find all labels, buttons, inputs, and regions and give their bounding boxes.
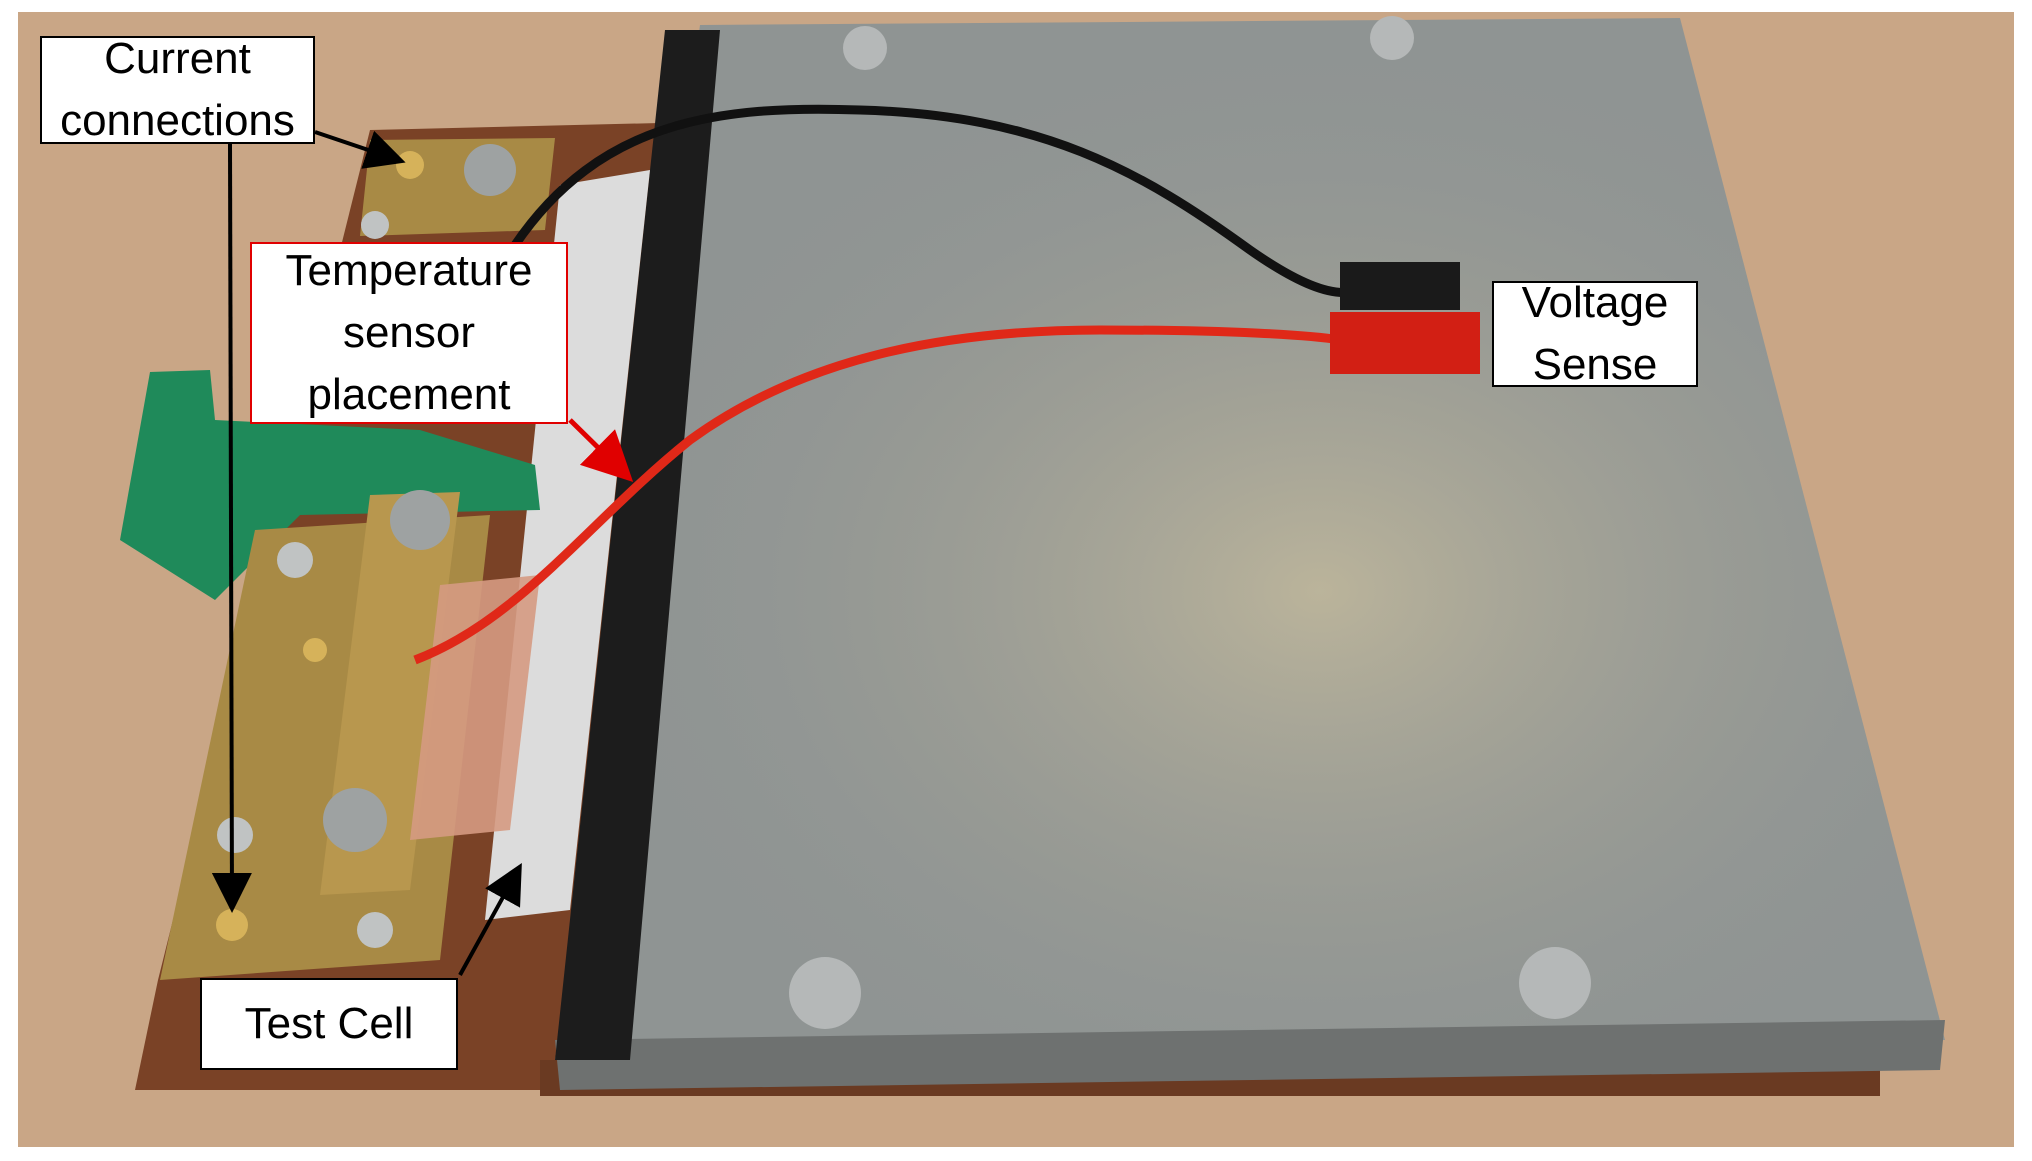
bolt-bottom-left bbox=[789, 957, 861, 1029]
temperature-sensor-line-3: placement bbox=[307, 370, 511, 419]
temperature-sensor-line-2: sensor bbox=[342, 308, 476, 357]
temperature-sensor-label: Temperature sensor placement bbox=[250, 242, 568, 424]
current-connections-line-2: connections bbox=[60, 96, 295, 145]
threaded-insert-bottom bbox=[216, 909, 248, 941]
screw-brass-bottom bbox=[217, 817, 253, 853]
bolt-clamp-bottom bbox=[323, 788, 387, 852]
bolt-top-right bbox=[1370, 16, 1414, 60]
red-wire bbox=[413, 325, 1341, 665]
voltage-sense-label: Voltage Sense bbox=[1492, 278, 1698, 389]
voltage-sense-line-1: Voltage bbox=[1521, 278, 1669, 327]
rubber-strip bbox=[555, 30, 720, 1060]
threaded-insert-top bbox=[396, 151, 424, 179]
bolt-clamp-top bbox=[390, 490, 450, 550]
screw-brass-lower bbox=[357, 912, 393, 948]
bolt-bottom-right bbox=[1519, 947, 1591, 1019]
steel-plate-edge bbox=[555, 1020, 1945, 1090]
test-cell bbox=[485, 170, 650, 920]
bolt-brass-top bbox=[464, 144, 516, 196]
arrow-current-top bbox=[314, 130, 406, 169]
steel-plate-glare bbox=[555, 18, 1945, 1060]
black-connector bbox=[1340, 262, 1460, 310]
copper-tab bbox=[410, 575, 540, 840]
arrow-test-cell bbox=[458, 862, 522, 976]
current-connections-label: Current connections bbox=[40, 34, 315, 145]
test-cell-line-1: Test Cell bbox=[244, 999, 414, 1048]
green-bracket bbox=[120, 370, 540, 600]
temperature-sensor-line-1: Temperature bbox=[285, 246, 533, 295]
black-wire bbox=[511, 104, 1351, 297]
brass-block-top bbox=[360, 138, 555, 236]
voltage-sense-line-2: Sense bbox=[1532, 340, 1658, 389]
screw-base-top bbox=[361, 211, 389, 239]
arrow-current-bottom bbox=[211, 143, 252, 913]
current-connections-line-1: Current bbox=[104, 34, 251, 83]
threaded-insert-middle bbox=[303, 638, 327, 662]
screw-brass-left bbox=[277, 542, 313, 578]
test-cell-label: Test Cell bbox=[200, 978, 458, 1070]
arrow-temperature bbox=[568, 418, 634, 483]
bolt-top-left bbox=[843, 26, 887, 70]
red-connector bbox=[1330, 312, 1480, 374]
